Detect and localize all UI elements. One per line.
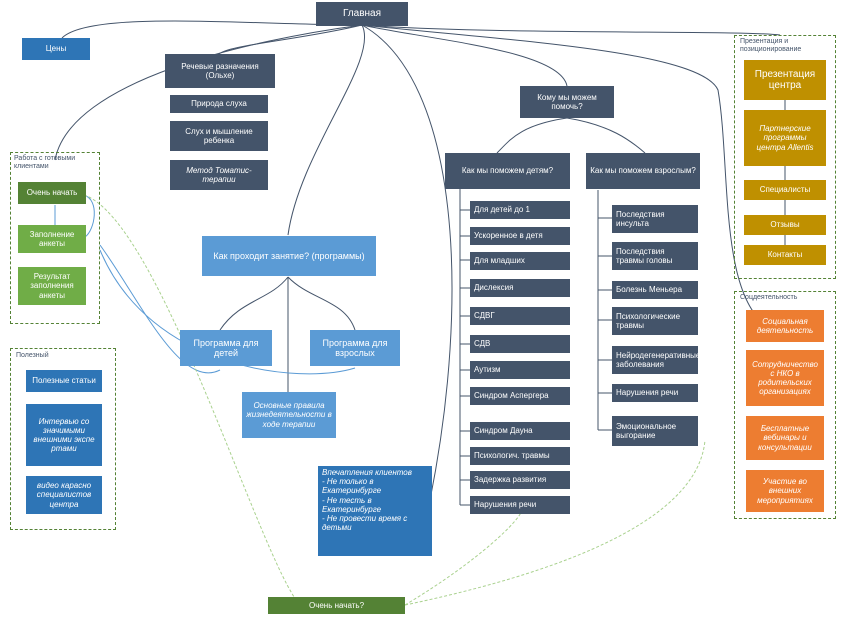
adults-help-item-1[interactable]: Последствия инсульта <box>612 205 698 233</box>
kids-help-item-8[interactable]: Синдром Аспергера <box>470 387 570 405</box>
therapy-principles-node[interactable]: Основные правила жизнедеятельности в ход… <box>242 392 336 438</box>
kids-help-item-10[interactable]: Психологич. травмы <box>470 447 570 465</box>
clients-group <box>10 152 100 324</box>
speech-item-2[interactable]: Слух и мышление ребенка <box>170 121 268 151</box>
social-activity-node[interactable]: Социальная деятельность <box>746 310 824 342</box>
social-group <box>734 291 836 519</box>
adults-help-item-4[interactable]: Психологические травмы <box>612 307 698 335</box>
partner-programs-node[interactable]: Партнерские программы центра Allentis <box>744 110 826 166</box>
prices-node[interactable]: Цены <box>22 38 90 60</box>
presentation-group <box>734 35 836 279</box>
library-group-label: Полезный <box>16 352 49 359</box>
form-result-node[interactable]: Результат заполнения анкеты <box>18 267 86 305</box>
speech-item-1[interactable]: Природа слуха <box>170 95 268 113</box>
speech-node[interactable]: Речевые разначения (Ольхе) <box>165 54 275 88</box>
interviews-node[interactable]: Интервью со значимыми внешними экспе рта… <box>26 404 102 466</box>
social-group-label: Соцдеятельность <box>740 294 798 301</box>
speech-item-3[interactable]: Метод Томатис-терапии <box>170 160 268 190</box>
kids-help-item-5[interactable]: СДВГ <box>470 307 570 325</box>
adults-help-item-7[interactable]: Эмоциональное выгорание <box>612 416 698 446</box>
presentation-group-label: Презентация и позиционирование <box>740 38 802 53</box>
articles-node[interactable]: Полезные статьи <box>26 370 102 392</box>
kids-help-item-2[interactable]: Ускоренное в детя <box>470 227 570 245</box>
contacts-node[interactable]: Контакты <box>744 245 826 265</box>
adults-help-item-3[interactable]: Болезнь Меньера <box>612 281 698 299</box>
nko-cooperation-node[interactable]: Сотрудничество с НКО в родительских орга… <box>746 350 824 406</box>
kids-program-node[interactable]: Программа для детей <box>180 330 272 366</box>
kids-help-item-9[interactable]: Синдром Дауна <box>470 422 570 440</box>
adults-help-node[interactable]: Как мы поможем взрослым? <box>586 153 700 189</box>
programs-node[interactable]: Как проходит занятие? (программы) <box>202 236 376 276</box>
reviews-node[interactable]: Отзывы <box>744 215 826 235</box>
video-node[interactable]: видео карасно специалистов центра <box>26 476 102 514</box>
center-presentation-node[interactable]: Презентация центра <box>744 60 826 100</box>
library-group <box>10 348 116 530</box>
kids-help-item-4[interactable]: Дислексия <box>470 279 570 297</box>
kids-help-item-1[interactable]: Для детей до 1 <box>470 201 570 219</box>
adults-help-item-5[interactable]: Нейродегенеративные заболевания <box>612 346 700 374</box>
adults-help-item-2[interactable]: Последствия травмы головы <box>612 242 698 270</box>
fill-form-node[interactable]: Заполнение анкеты <box>18 225 86 253</box>
free-webinars-node[interactable]: Бесплатные вебинары и консультации <box>746 416 824 460</box>
client-stories-node[interactable]: Впечатления клиентов - Не только в Екате… <box>318 466 432 556</box>
clients-group-label: Работа с готовыми клиентами <box>14 155 76 170</box>
adults-help-item-6[interactable]: Нарушения речи <box>612 384 698 402</box>
kids-help-item-12[interactable]: Нарушения речи <box>470 496 570 514</box>
specialists-node[interactable]: Специалисты <box>744 180 826 200</box>
kids-help-item-7[interactable]: Аутизм <box>470 361 570 379</box>
client-start-node[interactable]: Очень начать <box>18 182 86 204</box>
who-we-help-node[interactable]: Кому мы можем помочь? <box>520 86 614 118</box>
kids-help-node[interactable]: Как мы поможем детям? <box>445 153 570 189</box>
start-node[interactable]: Очень начать? <box>268 597 405 614</box>
kids-help-item-6[interactable]: СДВ <box>470 335 570 353</box>
adults-program-node[interactable]: Программа для взрослых <box>310 330 400 366</box>
kids-help-item-11[interactable]: Задержка развития <box>470 471 570 489</box>
kids-help-item-3[interactable]: Для младших <box>470 252 570 270</box>
external-events-node[interactable]: Участие во внешних мероприятиях <box>746 470 824 512</box>
main-node[interactable]: Главная <box>316 2 408 26</box>
